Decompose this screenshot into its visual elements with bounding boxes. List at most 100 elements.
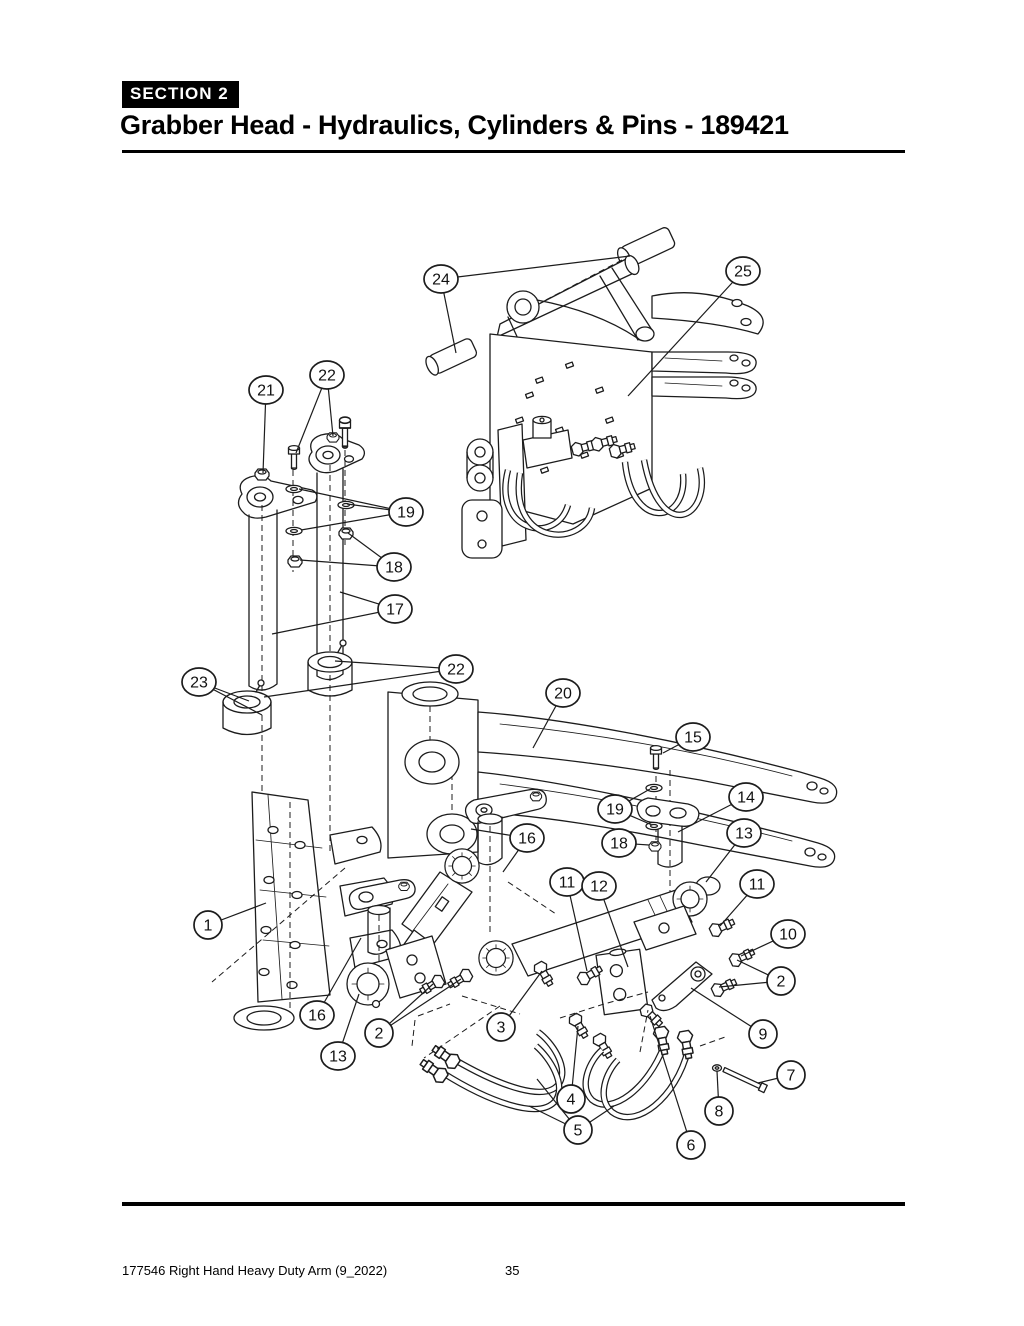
- callout-bubble: [309, 360, 345, 390]
- callout-25: 25: [627, 256, 761, 397]
- callout-number: 13: [735, 826, 753, 843]
- link-pin-upper: [464, 788, 547, 936]
- callout-bubble: [193, 910, 223, 940]
- head-manifold: [522, 415, 637, 469]
- callout-21: 21: [248, 375, 284, 474]
- callout-number: 11: [749, 877, 766, 894]
- callout-15: 15: [662, 722, 711, 754]
- callout-number: 12: [590, 879, 608, 896]
- callout-16: 16: [470, 823, 545, 873]
- leader-line: [271, 608, 396, 635]
- callout-number: 23: [190, 675, 208, 692]
- callout-bubble: [556, 1084, 586, 1114]
- callout-7: 7: [757, 1060, 806, 1090]
- footer-rule: [122, 1202, 905, 1206]
- callout-number: 22: [447, 662, 465, 679]
- callout-number: 16: [308, 1008, 326, 1025]
- callout-bubble: [676, 1130, 706, 1160]
- callout-number: 5: [574, 1123, 583, 1140]
- leader-line: [298, 488, 407, 513]
- callout-bubble: [601, 828, 637, 858]
- leader-line: [440, 255, 631, 280]
- callout-number: 24: [432, 272, 450, 289]
- leader-line: [263, 668, 457, 698]
- callout-bubble: [376, 552, 412, 582]
- clamp-collar-lower: [346, 962, 390, 1009]
- leader-line: [649, 1015, 692, 1146]
- callout-number: 17: [386, 602, 404, 619]
- callout-number: 10: [779, 927, 797, 944]
- leader-line: [566, 881, 588, 972]
- callout-number: 8: [715, 1104, 724, 1121]
- link-pin-lower: [348, 879, 416, 974]
- callout-12: 12: [581, 871, 629, 968]
- callout-bubble: [728, 782, 764, 812]
- page-title: Grabber Head - Hydraulics, Cylinders & P…: [120, 110, 789, 140]
- callout-number: 19: [397, 505, 415, 522]
- callout-bubble: [748, 1019, 778, 1049]
- callout-bubble: [776, 1060, 806, 1090]
- callout-13: 13: [320, 993, 360, 1071]
- cylinder-b: [478, 876, 721, 1016]
- mounting-bracket-9: [651, 961, 713, 1012]
- footer-doc-ref: 177546 Right Hand Heavy Duty Arm (9_2022…: [122, 1263, 388, 1278]
- callout-number: 18: [610, 836, 628, 853]
- callout-22: 22: [295, 360, 345, 454]
- mount-pin-lower: [425, 338, 478, 376]
- callout-17: 17: [271, 591, 413, 635]
- callout-bubble: [675, 722, 711, 752]
- footer-page-number: 35: [505, 1263, 520, 1278]
- callout-number: 11: [559, 875, 576, 892]
- leader-line: [334, 660, 457, 670]
- callout-number: 9: [759, 1027, 768, 1044]
- callout-bubble: [766, 966, 796, 996]
- callout-11: 11: [719, 869, 775, 927]
- header-rule: [122, 150, 905, 153]
- callout-3: 3: [486, 970, 543, 1042]
- callout-9: 9: [690, 987, 778, 1049]
- callout-bubble: [181, 667, 217, 697]
- callout-number: 2: [777, 974, 786, 991]
- callout-number: 15: [684, 730, 702, 747]
- callout-number: 19: [606, 802, 624, 819]
- callout-11: 11: [549, 867, 588, 972]
- callout-19: 19: [298, 488, 424, 531]
- callout-number: 1: [204, 918, 213, 935]
- callout-bubble: [248, 375, 284, 405]
- callout-number: 13: [329, 1049, 347, 1066]
- callout-number: 22: [318, 368, 336, 385]
- callout-bubble: [597, 794, 633, 824]
- callout-bubble: [704, 1096, 734, 1126]
- callout-bubble: [377, 594, 413, 624]
- callout-bubble: [486, 1012, 516, 1042]
- callout-19: 19: [597, 788, 653, 826]
- plate-holes: [514, 361, 625, 474]
- leader-line: [627, 270, 744, 397]
- callout-bubble: [388, 497, 424, 527]
- callout-number: 18: [385, 560, 403, 577]
- callout-10: 10: [740, 919, 806, 957]
- callout-number: 7: [787, 1068, 796, 1085]
- callout-23: 23: [181, 667, 263, 716]
- manifold-block-12: [595, 948, 649, 1016]
- callout-5: 5: [528, 1078, 615, 1145]
- clevis-pin-14: [636, 744, 700, 892]
- callout-bubble: [364, 1018, 394, 1048]
- callout-18: 18: [601, 828, 650, 858]
- callout-bubble: [581, 871, 617, 901]
- claw-arms: [651, 351, 757, 400]
- callout-number: 20: [554, 686, 572, 703]
- callout-number: 4: [567, 1092, 576, 1109]
- callout-4: 4: [556, 1025, 586, 1114]
- section-badge: SECTION 2: [122, 81, 239, 108]
- pivot-pin-b: [308, 433, 366, 852]
- callout-bubble: [770, 919, 806, 949]
- callout-number: 25: [734, 264, 752, 281]
- head-hoses: [502, 459, 705, 538]
- callout-24: 24: [423, 255, 631, 354]
- cylinder-a: [346, 848, 480, 1009]
- construction-lines: [211, 867, 729, 1059]
